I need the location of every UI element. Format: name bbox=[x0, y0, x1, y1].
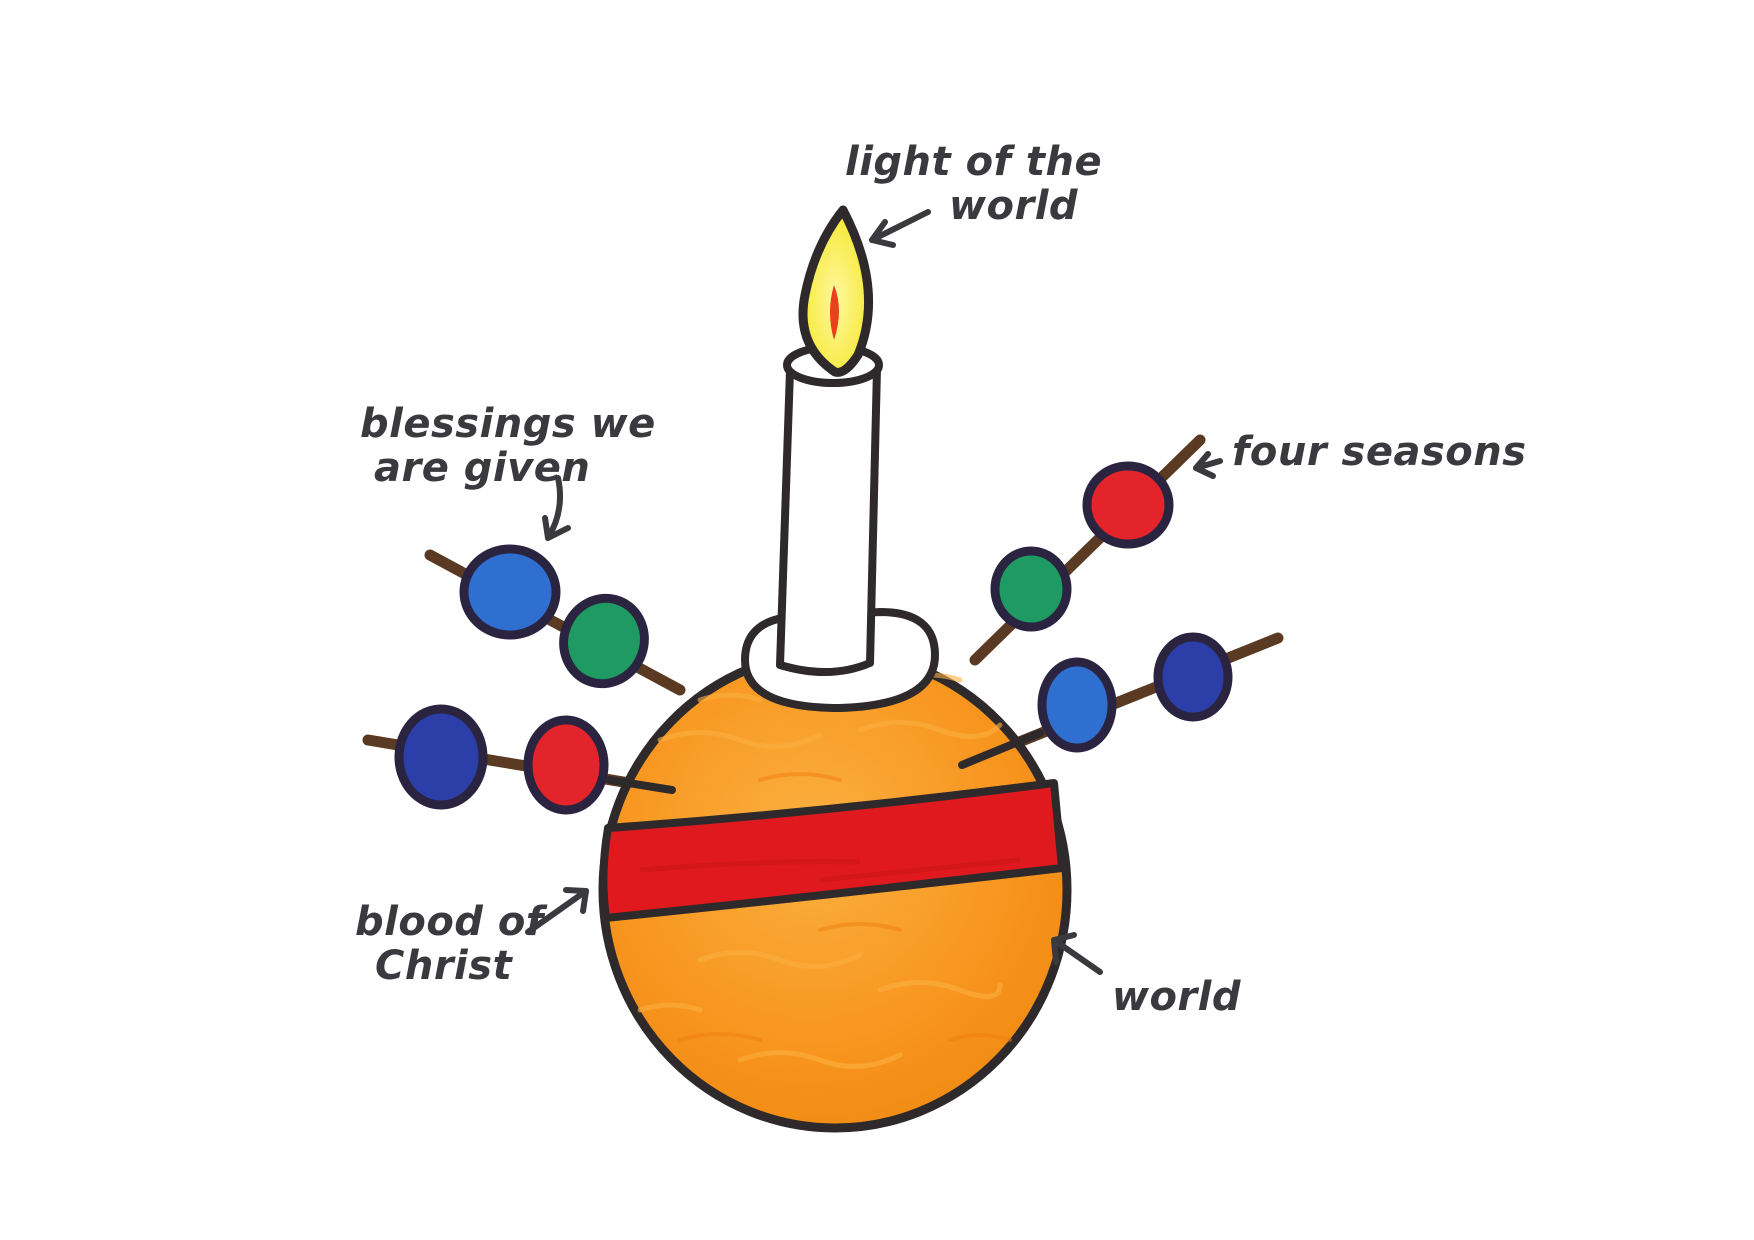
label-blessings-line2: are given bbox=[374, 445, 591, 491]
label-blessings-we-are-given: blessings we are given bbox=[360, 402, 656, 490]
ribbon-band bbox=[599, 779, 1066, 922]
candle bbox=[740, 343, 940, 713]
label-light-line2: world bbox=[949, 183, 1079, 229]
arrow-world-icon bbox=[1051, 932, 1103, 975]
arrow-light-icon bbox=[869, 209, 931, 248]
label-blessings-line1: blessings we bbox=[360, 401, 656, 447]
sweet-green-upper-right bbox=[990, 546, 1072, 632]
sweet-blue-lower-right bbox=[1037, 657, 1117, 753]
label-light-of-the-world: light of the world bbox=[845, 140, 1102, 228]
sweets bbox=[394, 461, 1233, 815]
label-seasons-line1: four seasons bbox=[1232, 429, 1527, 475]
label-light-line1: light of the bbox=[845, 139, 1103, 185]
sweet-red-lower-left bbox=[523, 715, 609, 815]
stick-upper-right bbox=[969, 434, 1206, 666]
label-world: world bbox=[1112, 975, 1241, 1019]
sweet-darkblue-lower-left bbox=[394, 704, 488, 810]
candle-body bbox=[776, 364, 881, 676]
annotation-arrows bbox=[525, 209, 1223, 975]
arrow-seasons-icon bbox=[1193, 451, 1223, 479]
red-ribbon bbox=[599, 779, 1066, 922]
label-blood-line1: blood of bbox=[355, 899, 544, 945]
sweet-blue-upper-left bbox=[459, 544, 561, 640]
label-blood-line2: Christ bbox=[375, 943, 513, 989]
label-blood-of-christ: blood of Christ bbox=[355, 900, 544, 988]
sweet-green-upper-left bbox=[559, 593, 649, 689]
candle-flame bbox=[798, 205, 874, 377]
arrow-blood-icon bbox=[525, 887, 589, 935]
label-four-seasons: four seasons bbox=[1232, 430, 1527, 474]
flame-core bbox=[830, 285, 839, 340]
sweet-darkblue-lower-right bbox=[1153, 632, 1233, 722]
sweet-red-upper-right bbox=[1082, 461, 1174, 549]
label-world-line1: world bbox=[1112, 974, 1242, 1020]
arrow-blessings-icon bbox=[542, 475, 571, 541]
